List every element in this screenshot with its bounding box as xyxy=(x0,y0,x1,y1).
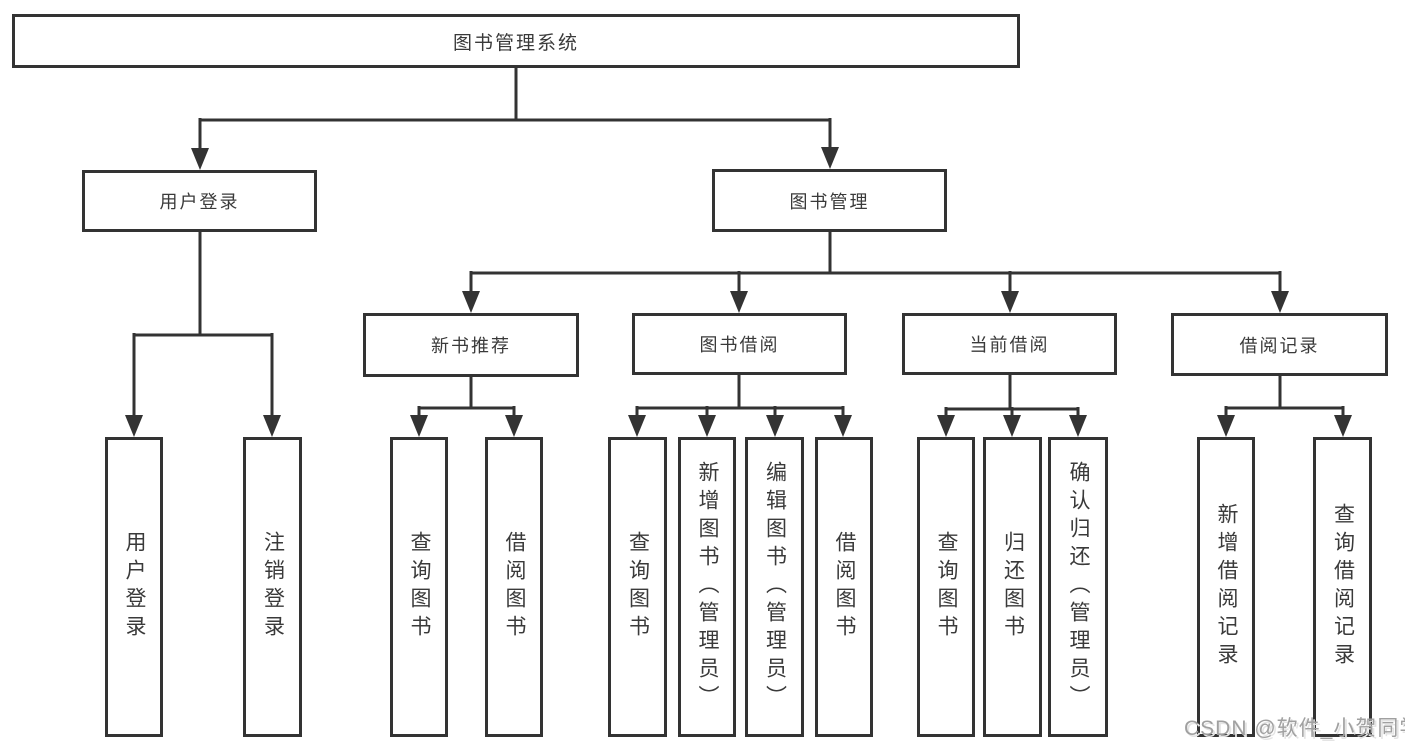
leaf-confirm-return-admin: 确认归还（管理员） xyxy=(1048,437,1108,737)
node-book-borrowing: 图书借阅 xyxy=(632,313,847,375)
node-current-borrowing: 当前借阅 xyxy=(902,313,1117,375)
connector-group-book-borrowing xyxy=(635,375,845,418)
arrow-down-icon xyxy=(1334,415,1352,437)
watermark-text: CSDN @软件_小贺同学 xyxy=(1184,717,1405,740)
leaf-query-books-2: 查询图书 xyxy=(608,437,667,737)
leaf-logout-login: 注销登录 xyxy=(243,437,302,737)
connector-group-root xyxy=(198,68,832,150)
connector-group-new-book-recommend xyxy=(417,377,516,418)
leaf-query-borrow-record: 查询借阅记录 xyxy=(1313,437,1372,737)
arrow-down-icon xyxy=(821,147,839,169)
connector-group-book-management xyxy=(469,232,1282,295)
arrowheads-borrowing-records xyxy=(1217,415,1352,437)
arrow-down-icon xyxy=(462,291,480,313)
arrow-down-icon xyxy=(1217,415,1235,437)
arrow-down-icon xyxy=(1003,415,1021,437)
arrow-down-icon xyxy=(1271,291,1289,313)
arrowheads-current-borrowing xyxy=(937,415,1087,437)
arrow-down-icon xyxy=(191,148,209,170)
leaf-user-login: 用户登录 xyxy=(105,437,163,737)
arrow-down-icon xyxy=(628,415,646,437)
arrow-down-icon xyxy=(263,415,281,437)
arrow-down-icon xyxy=(730,291,748,313)
node-new-book-recommend: 新书推荐 xyxy=(363,313,579,377)
leaf-return-book: 归还图书 xyxy=(983,437,1042,737)
arrowheads-root xyxy=(191,147,839,170)
node-library-system: 图书管理系统 xyxy=(12,14,1020,68)
leaf-edit-book-admin: 编辑图书（管理员） xyxy=(745,437,804,737)
arrowheads-book-management xyxy=(462,291,1289,313)
leaf-borrow-books-1: 借阅图书 xyxy=(485,437,543,737)
arrowheads-new-book-recommend xyxy=(410,415,523,437)
leaf-add-borrow-record: 新增借阅记录 xyxy=(1197,437,1255,737)
arrow-down-icon xyxy=(125,415,143,437)
arrow-down-icon xyxy=(834,415,852,437)
arrow-down-icon xyxy=(1001,291,1019,313)
arrow-down-icon xyxy=(766,415,784,437)
leaf-query-books-1: 查询图书 xyxy=(390,437,448,737)
arrow-down-icon xyxy=(410,415,428,437)
arrow-down-icon xyxy=(698,415,716,437)
node-borrowing-records: 借阅记录 xyxy=(1171,313,1388,376)
node-user-login: 用户登录 xyxy=(82,170,317,232)
arrow-down-icon xyxy=(937,415,955,437)
leaf-add-book-admin: 新增图书（管理员） xyxy=(678,437,736,737)
leaf-query-books-3: 查询图书 xyxy=(917,437,975,737)
arrowheads-book-borrowing xyxy=(628,415,852,437)
arrow-down-icon xyxy=(1069,415,1087,437)
node-book-management: 图书管理 xyxy=(712,169,947,232)
arrow-down-icon xyxy=(505,415,523,437)
arrowheads-user-login xyxy=(125,415,281,437)
leaf-borrow-books-2: 借阅图书 xyxy=(815,437,873,737)
connector-group-borrowing-records xyxy=(1224,376,1345,418)
connector-group-current-borrowing xyxy=(944,375,1080,418)
connector-group-user-login xyxy=(132,232,274,418)
